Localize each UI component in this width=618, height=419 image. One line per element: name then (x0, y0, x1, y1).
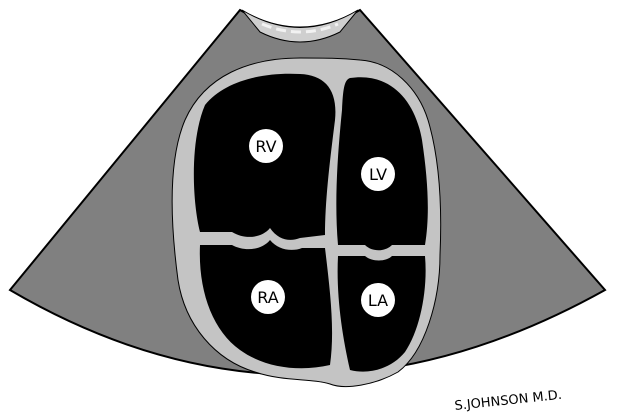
rv-label-text: RV (255, 137, 276, 156)
ra-label-text: RA (257, 288, 278, 307)
rv-label: RV (249, 129, 283, 163)
ra-label: RA (251, 280, 285, 314)
lv-label-text: LV (369, 165, 387, 184)
lv-label: LV (361, 157, 395, 191)
la-label: LA (361, 283, 395, 317)
la-label-text: LA (368, 291, 388, 310)
signature: S.JOHNSON M.D. (454, 388, 563, 414)
